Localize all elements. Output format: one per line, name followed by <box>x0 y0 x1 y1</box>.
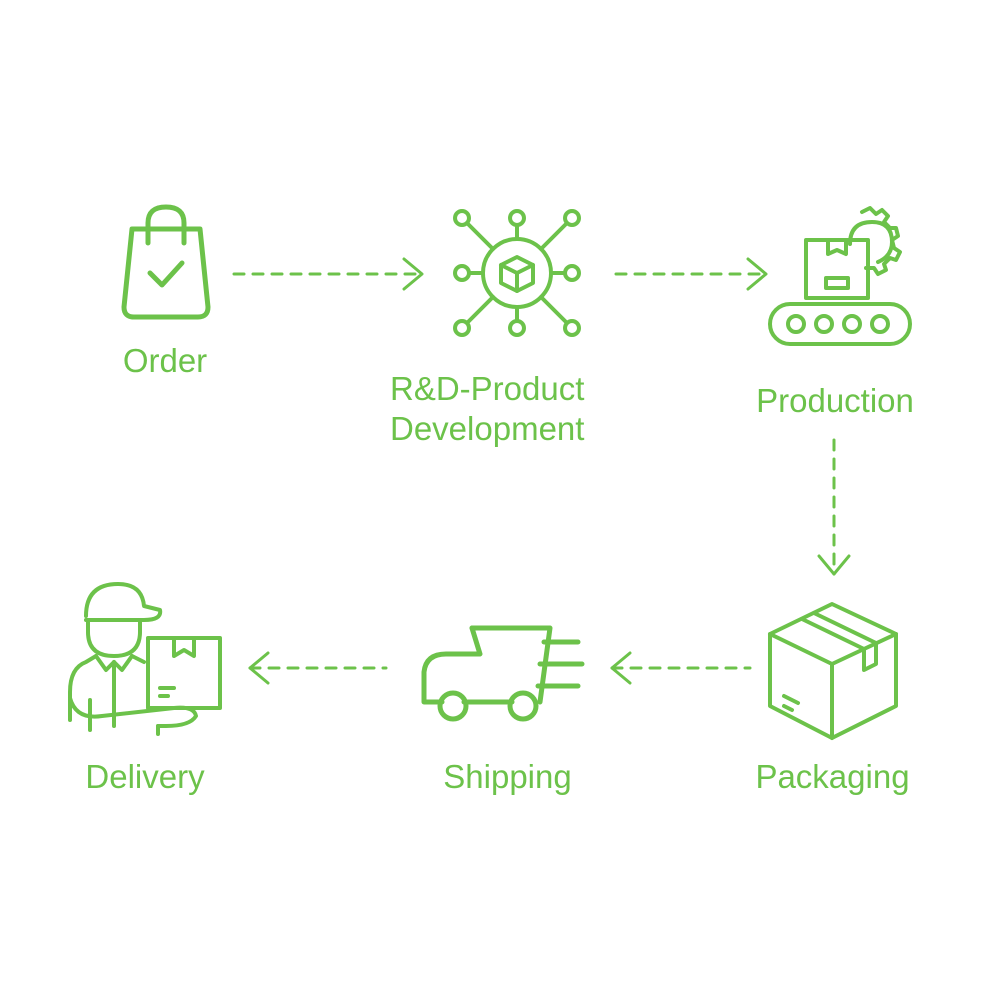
step-label-delivery: Delivery <box>85 758 205 795</box>
step-label-shipping: Shipping <box>443 758 572 795</box>
shopping-bag-check-icon <box>118 203 214 321</box>
connector-arrow-right <box>614 257 768 291</box>
step-label-production: Production <box>756 382 914 419</box>
cardboard-box-icon <box>766 600 900 742</box>
network-cube-icon <box>450 207 584 339</box>
step-label-rnd-line1: R&D-Product <box>390 370 585 407</box>
connector-arrow-down <box>817 438 851 576</box>
step-label-order: Order <box>122 342 208 379</box>
step-label-rnd: R&D-Product Development <box>380 369 660 449</box>
step-label-packaging: Packaging <box>755 758 910 795</box>
fast-truck-icon <box>420 624 586 724</box>
connector-arrow-right <box>232 257 424 291</box>
step-label-rnd-line2: Development <box>390 410 585 447</box>
conveyor-gear-icon <box>766 200 914 348</box>
delivery-person-icon <box>66 580 224 736</box>
connector-arrow-left <box>248 651 388 685</box>
connector-arrow-left <box>610 651 752 685</box>
